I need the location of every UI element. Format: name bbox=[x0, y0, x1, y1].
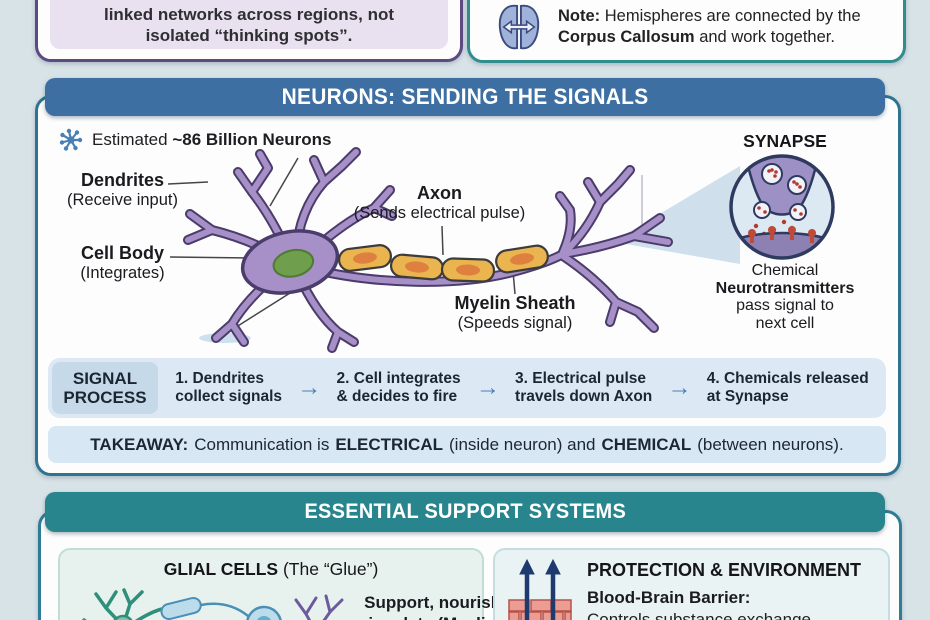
signal-step-3: 3. Electrical pulse travels down Axon bbox=[515, 370, 653, 405]
arrow-icon: → bbox=[297, 374, 322, 401]
arrow-icon: → bbox=[475, 374, 500, 401]
blood-brain-barrier-description: Controls substance exchange bbox=[587, 610, 811, 620]
takeaway-label: TAKEAWAY: bbox=[90, 434, 189, 454]
signal-step-4: 4. Chemicals released at Synapse bbox=[706, 370, 869, 405]
blood-brain-barrier-icon bbox=[508, 558, 572, 620]
estimate-prefix: Estimated bbox=[92, 130, 168, 149]
brain-networks-line2: isolated “thinking spots”. bbox=[145, 26, 353, 45]
neurons-title: NEURONS: SENDING THE SIGNALS bbox=[281, 84, 649, 109]
nucleus bbox=[272, 248, 315, 278]
glial-cells-card: GLIAL CELLS (The “Glue”) bbox=[58, 548, 506, 620]
protection-title: PROTECTION & ENVIRONMENT bbox=[587, 560, 862, 580]
neuron-branches bbox=[185, 149, 671, 351]
neuron-illustration bbox=[167, 147, 835, 353]
signal-process-bar: SIGNAL PROCESS 1. Dendrites collect sign… bbox=[48, 358, 886, 418]
support-section-header: ESSENTIAL SUPPORT SYSTEMS bbox=[45, 492, 885, 532]
cell-body-label: Cell Body (Integrates) bbox=[80, 243, 165, 282]
neurons-section-header: NEURONS: SENDING THE SIGNALS bbox=[45, 78, 885, 116]
brain-networks-card: linked networks across regions, not isol… bbox=[35, 0, 463, 62]
estimate-value: ~86 Billion Neurons bbox=[172, 130, 332, 149]
myelin-sheath-label: Myelin Sheath (Speeds signal) bbox=[454, 293, 576, 332]
corpus-callosum-label: Corpus Callosum bbox=[558, 28, 695, 46]
takeaway-bar: TAKEAWAY: Communication is ELECTRICAL (i… bbox=[48, 426, 886, 463]
signal-process-label: SIGNAL PROCESS bbox=[52, 362, 158, 414]
protection-card: PROTECTION & ENVIRONMENT Blood-Brain Bar… bbox=[493, 548, 890, 620]
presynaptic-terminal bbox=[742, 156, 822, 216]
brain-networks-text-box: linked networks across regions, not isol… bbox=[50, 0, 448, 49]
glial-cells-title: GLIAL CELLS (The “Glue”) bbox=[163, 559, 379, 579]
synapse-caption: Chemical Neurotransmitters pass signal t… bbox=[715, 262, 855, 332]
myelin-sheath-segments bbox=[338, 244, 549, 283]
receptors bbox=[748, 226, 816, 243]
note-line1: Hemispheres are connected by the bbox=[604, 7, 861, 25]
note-label: Note: bbox=[558, 7, 601, 25]
neuron-starburst-icon bbox=[59, 128, 83, 151]
axon-label: Axon (Sends electrical pulse) bbox=[353, 183, 526, 222]
note-line2: and work together. bbox=[699, 28, 835, 46]
neuron-count-estimate: Estimated ~86 Billion Neurons bbox=[58, 127, 332, 153]
dendrites-label: Dendrites (Receive input) bbox=[67, 170, 178, 209]
arrow-icon: → bbox=[667, 374, 692, 401]
hemispheres-note-text: Note: Hemispheres are connected by the C… bbox=[558, 6, 861, 48]
cell-body bbox=[240, 229, 340, 295]
brain-networks-line1: linked networks across regions, not bbox=[103, 5, 395, 24]
glial-cells-description: Support, nourish, insulate (Myelin) bbox=[364, 593, 506, 620]
hemispheres-note-card: Note: Hemispheres are connected by the C… bbox=[467, 0, 906, 63]
synaptic-vesicles bbox=[753, 163, 807, 221]
support-title: ESSENTIAL SUPPORT SYSTEMS bbox=[304, 500, 626, 523]
blood-brain-barrier-label: Blood-Brain Barrier: bbox=[587, 588, 751, 607]
signal-step-1: 1. Dendrites collect signals bbox=[175, 370, 283, 405]
synapse-label: SYNAPSE bbox=[743, 131, 827, 151]
synapse-zoom-beam bbox=[626, 166, 740, 264]
signal-step-2: 2. Cell integrates & decides to fire bbox=[336, 370, 461, 405]
glial-cells-illustration bbox=[82, 588, 344, 620]
synapse-illustration bbox=[729, 154, 835, 260]
brain-hemispheres-icon bbox=[498, 4, 540, 50]
